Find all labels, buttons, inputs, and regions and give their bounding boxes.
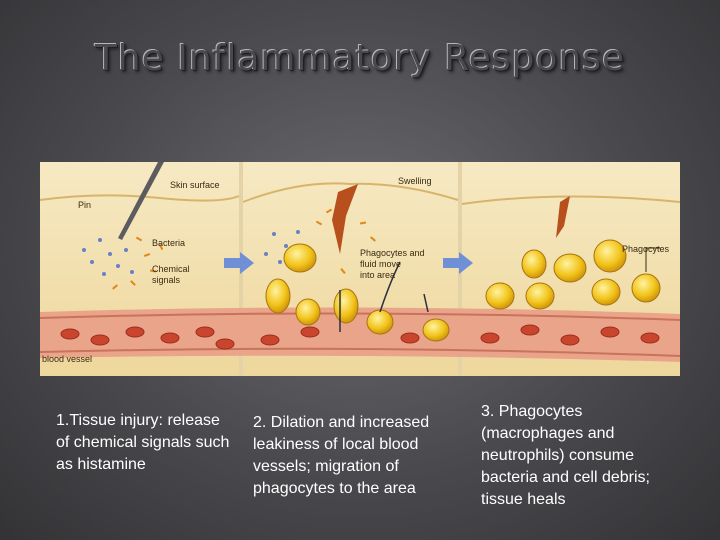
phagocytes-3 [485, 239, 661, 310]
slide-title: The Inflammatory Response [94, 38, 626, 79]
caption-step-3: 3. Phagocytes (macrophages and neutrophi… [481, 403, 650, 508]
skin-surface-2 [242, 182, 459, 203]
inflammatory-response-figure: Pin Skin surface Bacteria Chemical signa… [40, 162, 680, 376]
label-bacteria: Bacteria [152, 238, 185, 248]
label-chemical-2: signals [152, 275, 181, 285]
pin-icon [118, 162, 164, 240]
label-pin: Pin [78, 200, 91, 210]
skin-surface-1 [40, 194, 240, 202]
label-skin-surface: Skin surface [170, 180, 220, 190]
bacteria-dots-1 [82, 238, 134, 276]
label-swelling: Swelling [398, 176, 432, 186]
label-phago-fluid-2: fluid move [360, 259, 401, 269]
migration-arrows-2 [339, 261, 429, 332]
wound-icon-3 [556, 196, 570, 238]
label-phago-fluid-1: Phagocytes and [360, 248, 425, 258]
label-chemical-1: Chemical [152, 264, 190, 274]
caption-step-1: 1.Tissue injury: release of chemical sig… [56, 412, 230, 473]
wound-icon-2 [332, 184, 358, 254]
skin-surface-3 [461, 195, 680, 205]
step-arrow-1 [224, 252, 254, 274]
vessel-wall-top [40, 312, 680, 321]
caption-step-2: 2. Dilation and increased leakiness of l… [253, 414, 430, 497]
phagocytes-pointer [645, 247, 660, 272]
chemical-signals-1 [112, 236, 164, 290]
label-phago-fluid-3: into area [360, 270, 395, 280]
label-phagocytes: Phagocytes [622, 244, 670, 254]
chemical-signals-2 [315, 208, 376, 274]
vessel-wall-bottom [40, 347, 680, 357]
step-arrow-2 [443, 252, 473, 274]
label-blood-vessel: blood vessel [42, 354, 92, 364]
bacteria-dots-2 [264, 230, 306, 264]
figure-svg: Pin Skin surface Bacteria Chemical signa… [40, 162, 680, 376]
